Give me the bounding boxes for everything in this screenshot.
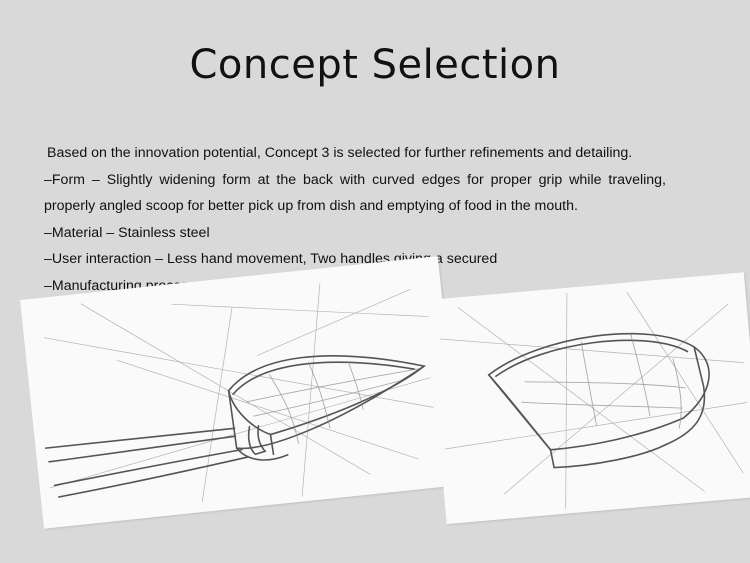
material-line: –Material – Stainless steel: [44, 224, 210, 241]
intro-line: Based on the innovation potential, Conce…: [47, 145, 633, 161]
slide-title: Concept Selection: [189, 42, 561, 88]
form-line: –Form – Slightly widening form at the ba…: [44, 171, 666, 215]
spoon-sketch-side-view: [20, 256, 462, 529]
pencil-sketch-1: [44, 283, 435, 503]
pencil-sketch-2: [440, 292, 748, 509]
spoon-sketch-perspective-view: [427, 272, 750, 525]
